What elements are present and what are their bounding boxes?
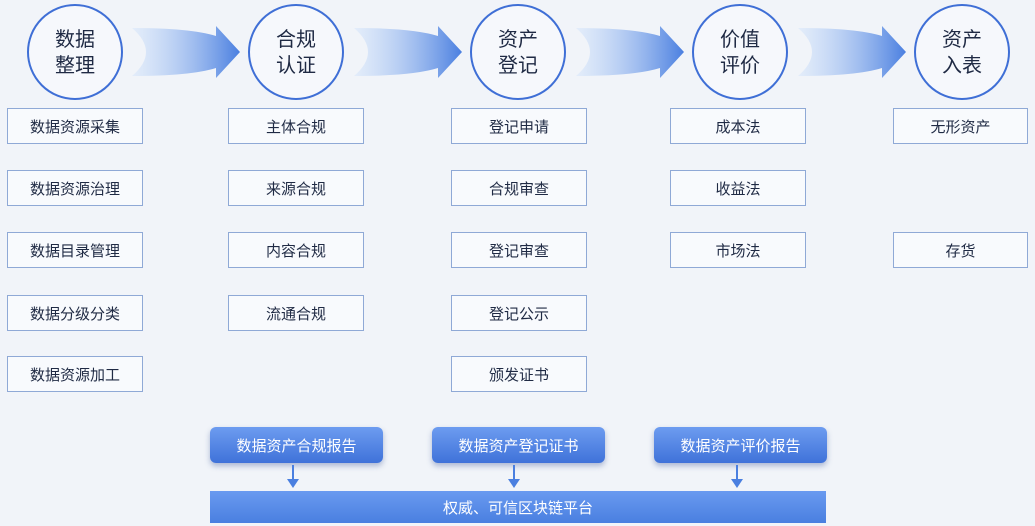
flow-arrow-icon <box>354 26 462 78</box>
step-box: 颁发证书 <box>451 356 587 392</box>
stage-label-line1: 资产 <box>498 27 538 51</box>
step-box: 存货 <box>893 232 1028 268</box>
step-box: 登记公示 <box>451 295 587 331</box>
stage-label-line2: 入表 <box>942 53 982 77</box>
stage-label-line1: 价值 <box>720 27 760 51</box>
stage-booking: 资产 入表 <box>914 4 1010 100</box>
flow-arrow-icon <box>798 26 906 78</box>
step-box: 数据目录管理 <box>7 232 143 268</box>
step-box: 无形资产 <box>893 108 1028 144</box>
arrow-down-icon <box>508 465 520 488</box>
stage-label-line2: 评价 <box>720 53 760 77</box>
step-box: 登记申请 <box>451 108 587 144</box>
flow-arrow-icon <box>576 26 684 78</box>
report-compliance: 数据资产合规报告 <box>210 427 383 463</box>
stage-label-line2: 认证 <box>276 53 316 77</box>
stage-data-processing: 数据 整理 <box>27 4 123 100</box>
step-box: 主体合规 <box>228 108 364 144</box>
step-box: 内容合规 <box>228 232 364 268</box>
step-box: 数据资源治理 <box>7 170 143 206</box>
step-box: 市场法 <box>670 232 806 268</box>
arrow-down-icon <box>287 465 299 488</box>
step-box: 合规审查 <box>451 170 587 206</box>
stage-label-line1: 资产 <box>942 27 982 51</box>
arrow-down-icon <box>731 465 743 488</box>
step-box: 来源合规 <box>228 170 364 206</box>
step-box: 数据资源加工 <box>7 356 143 392</box>
step-box: 收益法 <box>670 170 806 206</box>
report-registration-certificate: 数据资产登记证书 <box>432 427 605 463</box>
step-box: 成本法 <box>670 108 806 144</box>
stage-label-line1: 合规 <box>276 27 316 51</box>
stage-label-line1: 数据 <box>55 27 95 51</box>
report-valuation: 数据资产评价报告 <box>654 427 827 463</box>
blockchain-platform-bar: 权威、可信区块链平台 <box>210 491 826 523</box>
step-box: 流通合规 <box>228 295 364 331</box>
stage-compliance: 合规 认证 <box>248 4 344 100</box>
stage-label-line2: 整理 <box>55 53 95 77</box>
stage-registration: 资产 登记 <box>470 4 566 100</box>
stage-label-line2: 登记 <box>498 53 538 77</box>
step-box: 数据资源采集 <box>7 108 143 144</box>
flow-arrow-icon <box>132 26 240 78</box>
step-box: 数据分级分类 <box>7 295 143 331</box>
stage-valuation: 价值 评价 <box>692 4 788 100</box>
step-box: 登记审查 <box>451 232 587 268</box>
